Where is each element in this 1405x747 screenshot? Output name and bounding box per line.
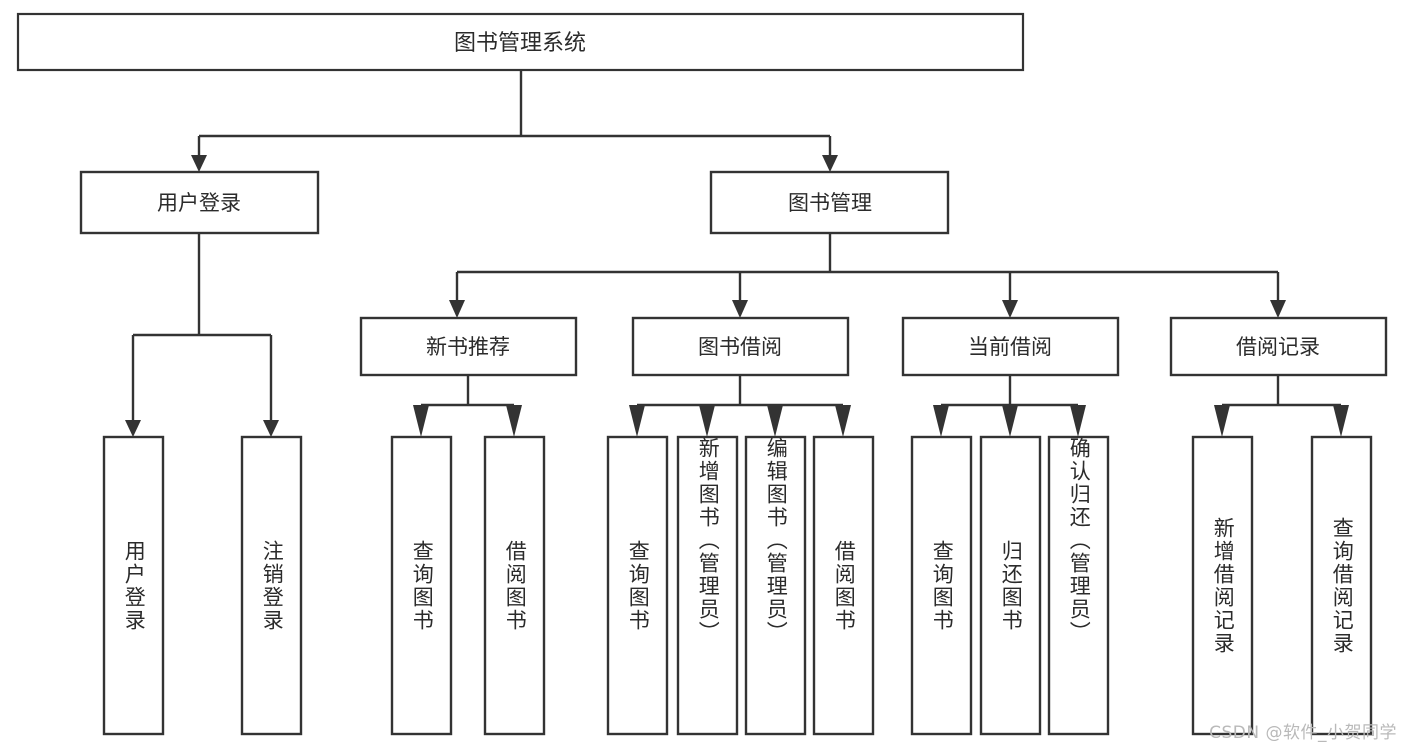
current-borrow-label: 当前借阅 (968, 335, 1052, 359)
borrow-record-box[interactable] (1169, 316, 1388, 377)
node-current-borrow[interactable]: 当前借阅 (901, 316, 1120, 377)
leaf-box-query-record[interactable] (1310, 435, 1373, 736)
leaf-box-borrow-book-2[interactable] (812, 435, 875, 736)
arrowhead-leaf-add-book (699, 405, 715, 437)
arrowhead-leaf-return-book (1002, 405, 1018, 437)
arrowhead-leaf-logout (263, 420, 279, 437)
leaf-box-query-book-3[interactable] (910, 435, 973, 736)
arrowhead-leaf-user-login (125, 420, 141, 437)
leaf-box-return-book[interactable] (979, 435, 1042, 736)
new-book-recommend-box[interactable] (359, 316, 578, 377)
arrowhead-borrow-record (1270, 300, 1286, 318)
leaf-box-query-book-1[interactable] (390, 435, 453, 736)
node-borrow-record[interactable]: 借阅记录 (1169, 316, 1388, 377)
arrowhead-leaf-query-book-3 (933, 405, 949, 437)
arrowhead-leaf-edit-book (767, 405, 783, 437)
book-management-label: 图书管理 (788, 191, 872, 215)
arrowhead-book-management (822, 155, 838, 172)
node-book-management[interactable]: 图书管理 (709, 170, 950, 235)
leaf-box-add-record[interactable] (1191, 435, 1254, 736)
arrowhead-leaf-query-record (1333, 405, 1349, 437)
arrowhead-user-login (191, 155, 207, 172)
arrowhead-leaf-borrow-book-2 (835, 405, 851, 437)
leaf-box-edit-book[interactable] (744, 435, 807, 736)
root-box[interactable] (16, 12, 1025, 72)
edge-group-borrow-record (1214, 375, 1349, 437)
node-user-login[interactable]: 用户登录 (79, 170, 320, 235)
leaf-boxes (102, 435, 1373, 736)
arrowhead-leaf-confirm-return (1070, 405, 1086, 437)
node-new-book-recommend[interactable]: 新书推荐 (359, 316, 578, 377)
leaf-box-query-book-2[interactable] (606, 435, 669, 736)
watermark-text: CSDN @软件_小贺同学 (1209, 723, 1397, 743)
edge-group-current-borrow (933, 375, 1086, 437)
user-login-label: 用户登录 (157, 191, 241, 215)
user-login-box[interactable] (79, 170, 320, 235)
arrowhead-leaf-borrow-book-1 (506, 405, 522, 437)
arrowhead-new-book-recommend (449, 300, 465, 318)
node-book-borrow[interactable]: 图书借阅 (631, 316, 850, 377)
book-borrow-label: 图书借阅 (698, 335, 782, 359)
edge-group-root (191, 70, 838, 172)
edge-group-book-management (449, 233, 1286, 318)
leaf-box-add-book[interactable] (676, 435, 739, 736)
book-borrow-box[interactable] (631, 316, 850, 377)
arrowhead-book-borrow (732, 300, 748, 318)
edge-group-new-book-recommend (413, 375, 522, 437)
arrowhead-current-borrow (1002, 300, 1018, 318)
root-label: 图书管理系统 (454, 31, 586, 56)
book-management-box[interactable] (709, 170, 950, 235)
arrowhead-leaf-query-book-1 (413, 405, 429, 437)
edge-group-user-login (125, 233, 279, 437)
edge-group-book-borrow (629, 375, 851, 437)
arrowhead-leaf-add-record (1214, 405, 1230, 437)
leaf-box-confirm-return[interactable] (1047, 435, 1110, 736)
current-borrow-box[interactable] (901, 316, 1120, 377)
node-root[interactable]: 图书管理系统 (16, 12, 1025, 72)
leaf-box-user-login[interactable] (102, 435, 165, 736)
borrow-record-label: 借阅记录 (1236, 335, 1320, 359)
arrowhead-leaf-query-book-2 (629, 405, 645, 437)
leaf-box-borrow-book-1[interactable] (483, 435, 546, 736)
new-book-recommend-label: 新书推荐 (426, 335, 510, 359)
leaf-box-logout[interactable] (240, 435, 303, 736)
